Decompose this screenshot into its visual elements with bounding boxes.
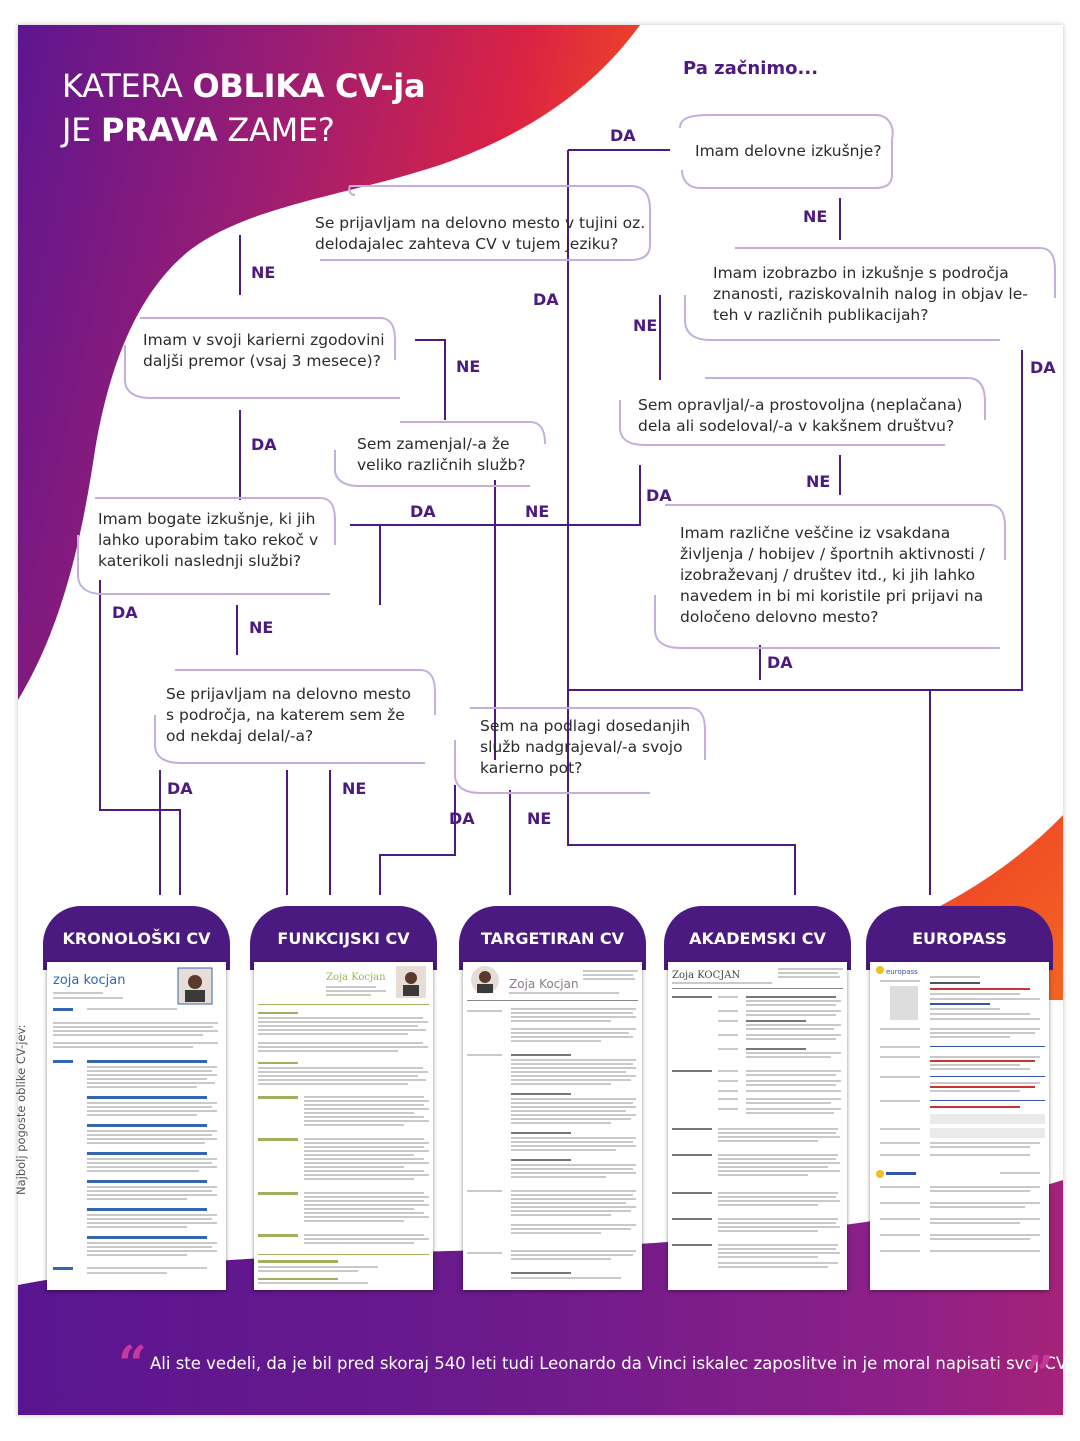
answer-label: DA [167,779,193,798]
cv-card-europass: EUROPASS europass [866,906,1053,1290]
cv-sample-page: zoja kocjan [47,962,226,1290]
answer-label: DA [767,653,793,672]
quote-open-mark: “ [118,1334,147,1393]
cv-sample-page: europass [870,962,1049,1290]
cv-sample-page: Zoja Kocjan [254,962,433,1290]
answer-label: DA [646,486,672,505]
answer-label: DA [449,809,475,828]
question-skills: Imam različne veščine iz vsakdana življe… [680,524,985,626]
quote-close-mark: ” [1025,1344,1054,1403]
answer-label: DA [533,290,559,309]
cv-name: Zoja Kocjan [326,972,386,983]
answer-label: NE [527,809,552,828]
answer-label: DA [112,603,138,622]
question-career-gap: Imam v svoji karierni zgodovini daljši p… [143,331,385,370]
flow-lines [99,149,1023,895]
cv-sample-page: Zoja Kocjan [463,962,642,1290]
question-science: Imam izobrazbo in izkušnje s področja zn… [713,264,1028,324]
cv-card-targetiran: TARGETIRAN CV Zoja Kocjan [459,906,646,1290]
cv-card-akademski: AKADEMSKI CV Zoja KOCJAN [664,906,851,1290]
answer-label: DA [1030,358,1056,377]
cv-card-header: TARGETIRAN CV [459,906,646,970]
cv-sample-graphic: europass [876,966,1045,1252]
question-many-jobs: Sem zamenjal/-a že veliko različnih služ… [357,435,526,474]
start-label: Pa začnimo... [683,58,819,79]
answer-label: DA [251,435,277,454]
answer-label: NE [803,207,828,226]
cv-name: europass [886,968,918,976]
question-abroad: Se prijavljam na delovno mesto v tujini … [315,214,646,253]
answer-label: NE [251,263,276,282]
question-work-experience: Imam delovne izkušnje? [695,142,882,160]
question-bubbles [77,114,1056,794]
cv-sample-page: Zoja KOCJAN [668,962,847,1290]
cv-card-header: AKADEMSKI CV [664,906,851,970]
cv-sample-graphic: Zoja Kocjan [467,966,638,1279]
answer-label: DA [410,502,436,521]
cv-types-caption: Najbolj pogoste oblike CV-jev: [14,1024,28,1195]
answer-label: NE [806,472,831,491]
cv-sample-graphic: zoja kocjan [53,967,218,1274]
question-volunteering: Sem opravljal/-a prostovoljna (neplačana… [638,396,963,435]
europass-logo-icon [876,966,884,974]
answer-label: NE [249,618,274,637]
answer-label: DA [610,126,636,145]
top-swoosh [18,25,640,700]
question-rich-experience: Imam bogate izkušnje, ki jih lahko upora… [98,510,319,570]
cv-card-header: EUROPASS [866,906,1053,970]
cv-card-header: KRONOLOŠKI CV [43,906,230,970]
cv-name: zoja kocjan [53,973,125,988]
cv-card-funkcijski: FUNKCIJSKI CV Zoja Kocjan [250,906,437,1290]
cv-card-kronoloski: KRONOLOŠKI CV zoja kocjan [43,906,230,1290]
cv-sample-graphic: Zoja KOCJAN [672,968,843,1268]
answer-label: NE [633,316,658,335]
answer-label: NE [456,357,481,376]
poster-title: KATERA OBLIKA CV-ja JE PRAVA ZAME? [62,67,426,149]
cv-name: Zoja KOCJAN [672,970,740,981]
cv-sample-graphic: Zoja Kocjan [258,966,429,1284]
cv-name: Zoja Kocjan [509,977,579,991]
fun-fact-quote: Ali ste vedeli, da je bil pred skoraj 54… [150,1354,1076,1373]
answer-label: NE [525,502,550,521]
answer-label: NE [342,779,367,798]
cv-card-header: FUNKCIJSKI CV [250,906,437,970]
question-same-field: Se prijavljam na delovno mesto s področj… [166,685,412,745]
question-career-path: Sem na podlagi dosedanjih služb nadgraje… [480,717,691,777]
